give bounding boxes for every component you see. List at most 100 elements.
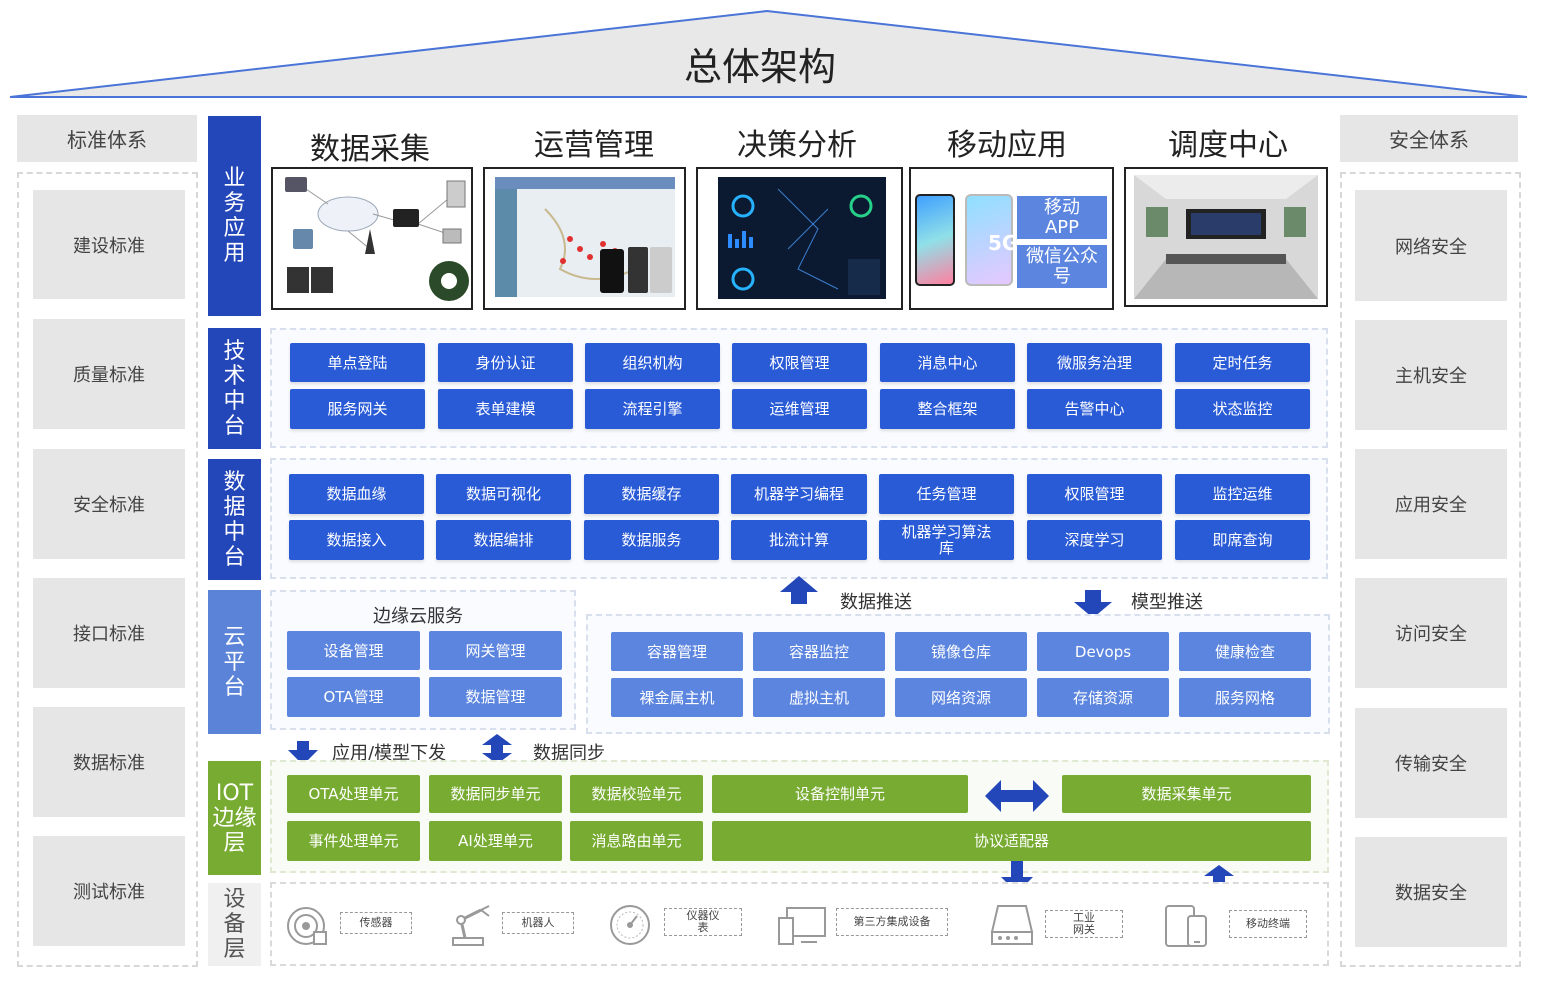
security-item: 应用安全 [1355,449,1507,559]
map-illustration [495,177,675,297]
data-item: 权限管理 [1027,474,1162,514]
robot-arm-icon [452,905,490,946]
cloud-item: 服务网格 [1179,678,1311,717]
app-image-decision [696,167,903,310]
standard-item: 安全标准 [33,449,185,559]
cloud-item: Devops [1037,632,1169,671]
mobile-app-badge: 移动APP [1017,196,1107,239]
arrow-down-icon [1074,590,1112,618]
gateway-icon [990,905,1034,945]
edge-item: 网关管理 [429,631,562,670]
app-image-collect [271,167,473,310]
edge-item: OTA管理 [287,677,420,717]
iot-item: OTA处理单元 [287,775,420,813]
tech-item: 表单建模 [438,389,573,429]
device-label: 第三方集成设备 [836,908,948,936]
deploy-arrow-icon [288,741,318,765]
layer-data-label: 数据中台 [223,469,246,570]
tech-item: 身份认证 [438,343,573,382]
data-item: 机器学习算法库 [879,520,1014,560]
app-title-collect: 数据采集 [310,132,430,167]
data-item: 数据编排 [436,520,571,560]
sensor-icon [287,907,327,945]
tech-item: 微服务治理 [1027,343,1162,382]
data-item: 数据接入 [289,520,424,560]
gauge-icon [610,905,650,945]
tech-item: 单点登陆 [290,343,425,382]
tech-item: 运维管理 [732,389,867,429]
topology-illustration [285,177,469,301]
layer-device-label: 设备层 [223,887,246,962]
mobile-icon [1165,905,1207,947]
standard-item: 接口标准 [33,578,185,688]
left-panel-frame [17,172,198,967]
security-item: 网络安全 [1355,190,1507,301]
right-panel-heading: 安全体系 [1340,115,1518,162]
edge-item: 数据管理 [429,677,562,717]
arrow-up-icon [780,576,818,604]
cloud-item: 容器管理 [611,632,743,671]
dashboard-illustration [718,177,886,299]
iot-item: 事件处理单元 [287,821,420,861]
device-label: 机器人 [502,912,574,934]
tech-item: 服务网关 [290,389,425,429]
data-item: 数据血缘 [289,474,424,514]
layer-business-label: 业务应用 [223,166,246,266]
cloud-item: 网络资源 [895,678,1027,717]
layer-business: 业务应用 [208,116,261,316]
tech-item: 消息中心 [880,343,1015,382]
roof-shape [9,9,1528,98]
data-item: 批流计算 [731,520,867,560]
tech-item: 组织机构 [585,343,720,382]
app-title-operations: 运营管理 [534,128,654,163]
left-panel-heading: 标准体系 [17,115,197,162]
standard-item: 建设标准 [33,190,185,299]
right-panel-frame [1340,172,1521,967]
sync-label: 数据同步 [533,743,605,764]
data-item: 即席查询 [1175,520,1310,560]
data-item: 数据缓存 [584,474,719,514]
computer-icon [778,907,826,945]
cloud-item: 存储资源 [1037,678,1169,717]
iot-item: 数据校验单元 [570,775,703,813]
wechat-badge: 微信公众号 [1017,245,1107,288]
standard-item: 数据标准 [33,707,185,817]
app-image-operations [483,167,686,310]
device-label: 仪器仪表 [664,908,742,936]
sync-arrow-icon [482,734,512,764]
tech-item: 权限管理 [732,343,867,382]
iot-item: 数据采集单元 [1062,775,1311,813]
edge-cloud-title: 边缘云服务 [373,606,463,627]
device-label: 工业网关 [1045,910,1123,938]
device-label: 传感器 [340,912,412,934]
security-item: 访问安全 [1355,578,1507,688]
security-item: 主机安全 [1355,320,1507,430]
security-item: 传输安全 [1355,708,1507,818]
tech-item: 状态监控 [1175,389,1310,429]
bidirectional-arrow-icon [985,780,1049,812]
iot-item: 消息路由单元 [570,821,703,861]
badge-5g: 5G [988,231,1019,255]
device-label: 移动终端 [1229,910,1307,938]
tech-item: 整合框架 [880,389,1015,429]
iot-item: AI处理单元 [429,821,562,861]
layer-data: 数据中台 [208,459,261,580]
phone-illustration [915,194,955,286]
iot-item: 设备控制单元 [712,775,968,813]
layer-tech-label: 技术中台 [223,338,246,439]
app-image-dispatch [1124,167,1328,307]
layer-device: 设备层 [208,883,261,966]
layer-iot-label: IOT边缘层 [212,780,257,856]
standard-item: 质量标准 [33,319,185,429]
cloud-item: 容器监控 [753,632,885,671]
cloud-item: 镜像仓库 [895,632,1027,671]
device-frame [270,882,1329,966]
tech-item: 告警中心 [1027,389,1162,429]
cloud-item: 裸金属主机 [611,678,743,717]
layer-cloud: 云平台 [208,590,261,734]
layer-iot: IOT边缘层 [208,761,261,875]
iot-item: 数据同步单元 [429,775,562,813]
data-item: 深度学习 [1027,520,1162,560]
security-item: 数据安全 [1355,837,1507,947]
deploy-label: 应用/模型下发 [332,743,447,764]
